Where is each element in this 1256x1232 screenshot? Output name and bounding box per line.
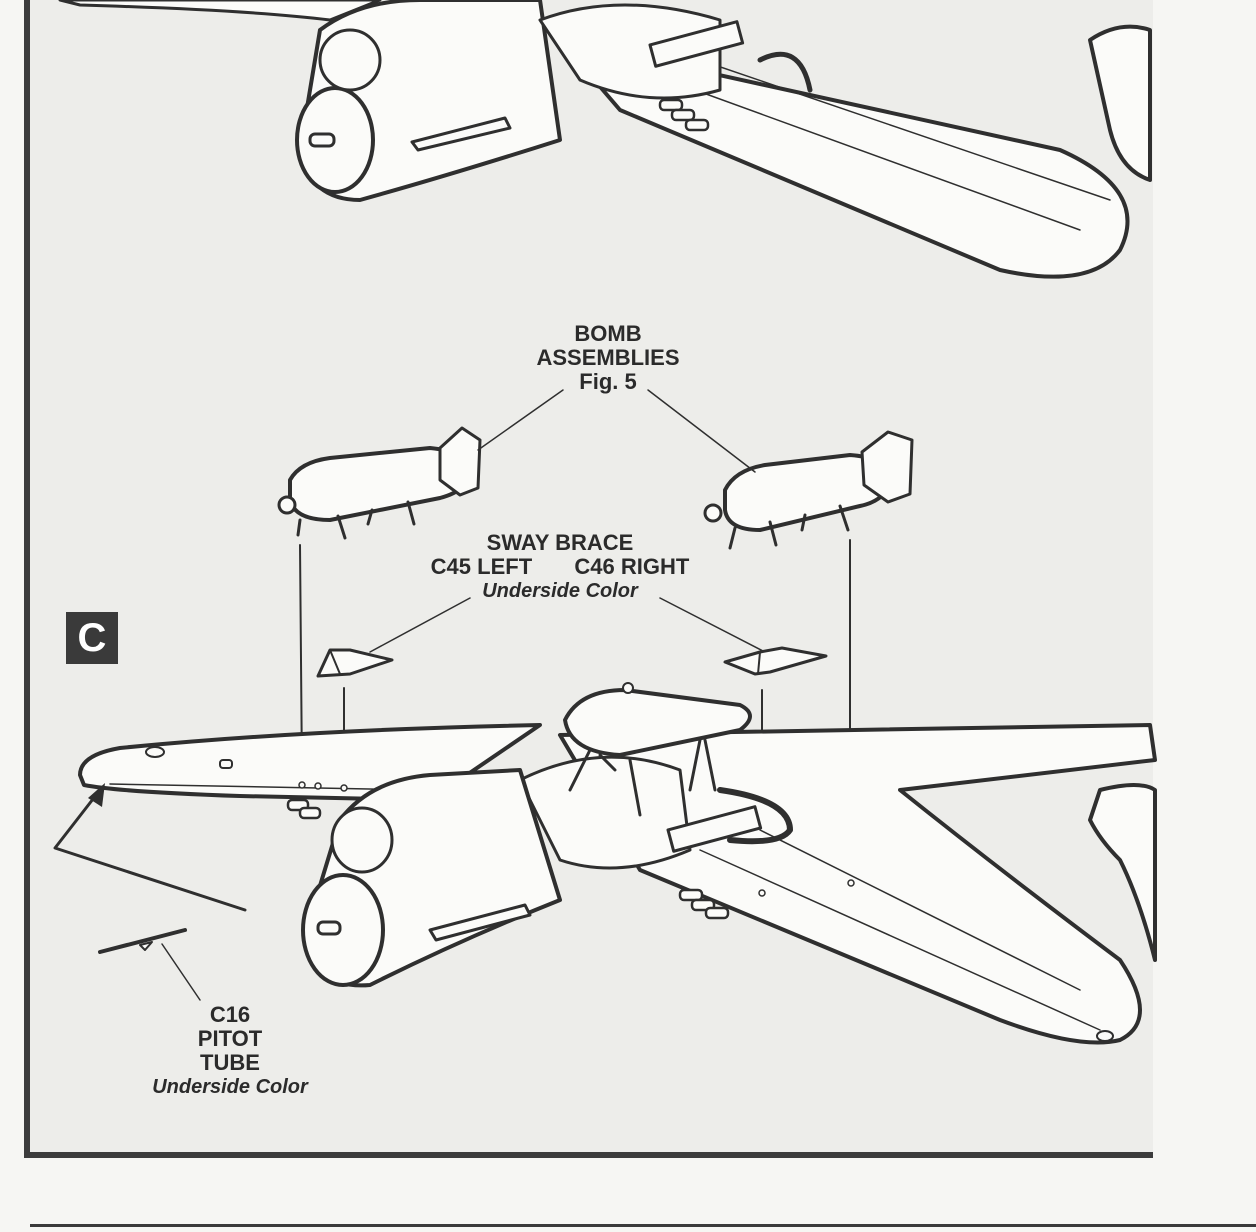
aircraft-bottom-fuselage bbox=[518, 755, 692, 870]
aircraft-top-wing-panel-line bbox=[639, 69, 1081, 231]
leader-line-bomb-right bbox=[647, 389, 756, 473]
sway-brace-callout: SWAY BRACE C45 LEFT C46 RIGHT Underside … bbox=[400, 531, 720, 603]
aircraft-top-fuselage bbox=[538, 3, 722, 100]
pitot-tube-color-note: Underside Color bbox=[152, 1076, 308, 1098]
aircraft-bottom-tank-struts bbox=[568, 738, 717, 817]
aircraft-bottom-tail bbox=[1088, 783, 1157, 962]
pitot-tube-line1: PITOT bbox=[197, 1026, 263, 1051]
frame-gutter bbox=[1153, 0, 1161, 1162]
leader-line-bomb-left bbox=[477, 389, 564, 451]
aircraft-bottom-cowling bbox=[301, 873, 385, 987]
leader-line-pitot bbox=[161, 943, 201, 1001]
page-bottom-rule bbox=[30, 1224, 1256, 1227]
aircraft-top-guns bbox=[658, 98, 710, 132]
aircraft-top-wing-insignia bbox=[757, 51, 813, 93]
step-badge: C bbox=[66, 612, 118, 664]
aircraft-bottom-wing-insignia bbox=[717, 787, 793, 845]
aircraft-top-intake bbox=[318, 28, 382, 92]
aircraft-top-left-wing bbox=[58, 0, 382, 22]
aircraft-top-spinner bbox=[308, 132, 336, 148]
leader-line-sway-left bbox=[369, 597, 471, 653]
aircraft-bottom-bomb-rack bbox=[666, 805, 763, 853]
aircraft-bottom-intake bbox=[330, 806, 394, 874]
aircraft-bottom-wing-panel-line bbox=[699, 849, 1101, 1031]
bomb-left-lugs bbox=[296, 500, 416, 540]
aircraft-bottom-guns bbox=[286, 798, 730, 920]
bomb-right-tail-fins bbox=[860, 430, 914, 504]
aircraft-bottom bbox=[78, 682, 1157, 1045]
bomb-assemblies-line2: ASSEMBLIES bbox=[536, 345, 680, 370]
bomb-assemblies-callout: BOMB ASSEMBLIES Fig. 5 bbox=[508, 322, 708, 394]
aircraft-top-exhaust-stacks bbox=[410, 116, 512, 152]
bomb-assemblies-line1: BOMB bbox=[574, 321, 642, 346]
pitot-tube-callout: C16 PITOT TUBE Underside Color bbox=[130, 1003, 330, 1099]
aircraft-top bbox=[58, 0, 1152, 279]
aircraft-bottom-spinner bbox=[316, 920, 342, 936]
sway-brace-parts: C45 LEFT C46 RIGHT bbox=[400, 555, 720, 579]
bomb-right bbox=[703, 430, 914, 550]
sway-brace-color-note: Underside Color bbox=[482, 580, 638, 602]
bomb-left-tail-fins bbox=[438, 426, 482, 497]
aircraft-bottom-mounting-holes bbox=[298, 781, 855, 897]
sway-brace-left-part: C45 LEFT bbox=[430, 554, 533, 579]
bomb-assemblies-fig-ref: Fig. 5 bbox=[579, 369, 637, 394]
aircraft-top-wing-panel-line bbox=[699, 59, 1111, 201]
aircraft-bottom-exhaust-stacks bbox=[428, 903, 532, 942]
sway-brace-c46 bbox=[723, 646, 828, 676]
pitot-tube-line2: TUBE bbox=[200, 1050, 260, 1075]
bomb-left bbox=[277, 426, 482, 540]
aircraft-top-bomb-rack bbox=[648, 20, 745, 68]
aircraft-bottom-wing-panel-line bbox=[109, 783, 421, 791]
aircraft-bottom-right-wing bbox=[558, 723, 1157, 1045]
leader-line-sway-right bbox=[659, 597, 766, 653]
sway-brace-right-part: C46 RIGHT bbox=[574, 554, 690, 579]
aircraft-bottom-drop-tank bbox=[563, 688, 752, 757]
sway-brace-c45 bbox=[316, 648, 394, 678]
aircraft-bottom-wing-panel-line bbox=[759, 829, 1081, 991]
aircraft-top-tail-fin bbox=[1088, 24, 1152, 182]
sway-brace-title: SWAY BRACE bbox=[486, 530, 634, 555]
bomb-right-lugs bbox=[728, 504, 850, 550]
pitot-tube-part-number: C16 bbox=[209, 1002, 251, 1027]
aircraft-top-right-wing bbox=[558, 38, 1130, 279]
pitot-location-arrow bbox=[53, 788, 247, 912]
pitot-tube-part bbox=[53, 783, 247, 1001]
